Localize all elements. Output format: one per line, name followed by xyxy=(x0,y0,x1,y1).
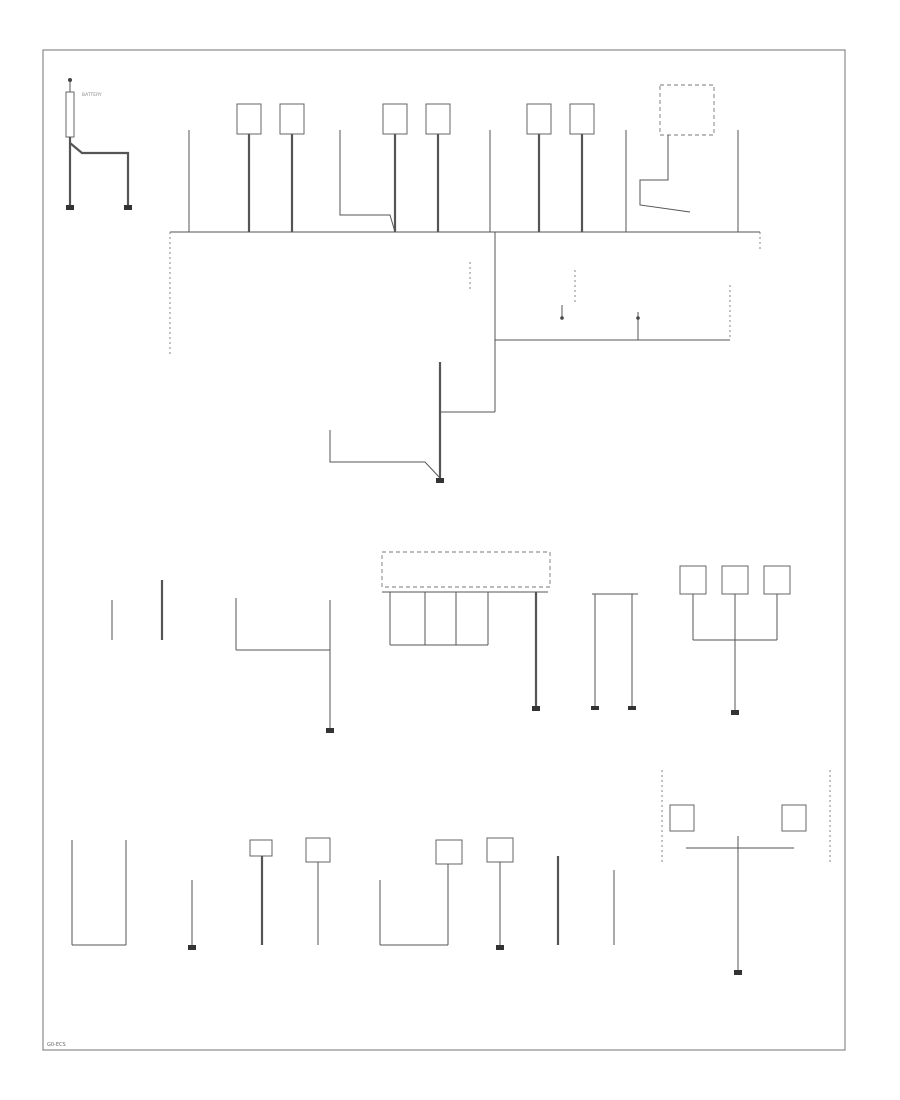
component-box-5 xyxy=(526,103,552,135)
ground-g160 xyxy=(496,945,504,950)
ground-g170 xyxy=(734,970,742,975)
component-box-11 xyxy=(305,837,331,863)
top-components xyxy=(188,84,739,233)
battery-section: BATTERY xyxy=(65,78,132,210)
component-box-3 xyxy=(382,103,408,135)
component-box-6 xyxy=(569,103,595,135)
component-box-15 xyxy=(781,804,807,832)
mid-row-right xyxy=(591,565,791,715)
ground-g130 xyxy=(532,706,540,711)
mid-row-center xyxy=(381,551,551,711)
ground-g100 xyxy=(66,205,74,210)
bottom-row-right xyxy=(661,770,831,975)
component-dashed-box xyxy=(659,84,715,136)
component-box-2 xyxy=(279,103,305,135)
component-box-14 xyxy=(669,804,695,832)
component-box-13 xyxy=(486,837,514,863)
component-box-7 xyxy=(679,565,707,595)
ground-g110 xyxy=(436,478,444,483)
component-box-12 xyxy=(435,839,463,865)
diagram-code: G0-ECS xyxy=(47,1042,66,1048)
transmission-module-dashed-box xyxy=(381,551,551,588)
component-box-4 xyxy=(425,103,451,135)
bottom-row-left xyxy=(71,837,331,950)
ground-g140 xyxy=(731,710,739,715)
component-box-10 xyxy=(249,839,273,857)
component-box-8 xyxy=(721,565,749,595)
ground-g120 xyxy=(326,728,334,733)
bottom-row-center xyxy=(379,837,615,950)
component-box-1 xyxy=(236,103,262,135)
middle-ground-section xyxy=(329,232,731,483)
component-box-9 xyxy=(763,565,791,595)
diagram-frame xyxy=(42,49,846,1051)
battery-symbol xyxy=(65,91,75,138)
mid-row-left xyxy=(111,580,334,733)
battery-label: BATTERY xyxy=(82,92,102,98)
ground-g101 xyxy=(124,205,132,210)
ground-g150 xyxy=(188,945,196,950)
